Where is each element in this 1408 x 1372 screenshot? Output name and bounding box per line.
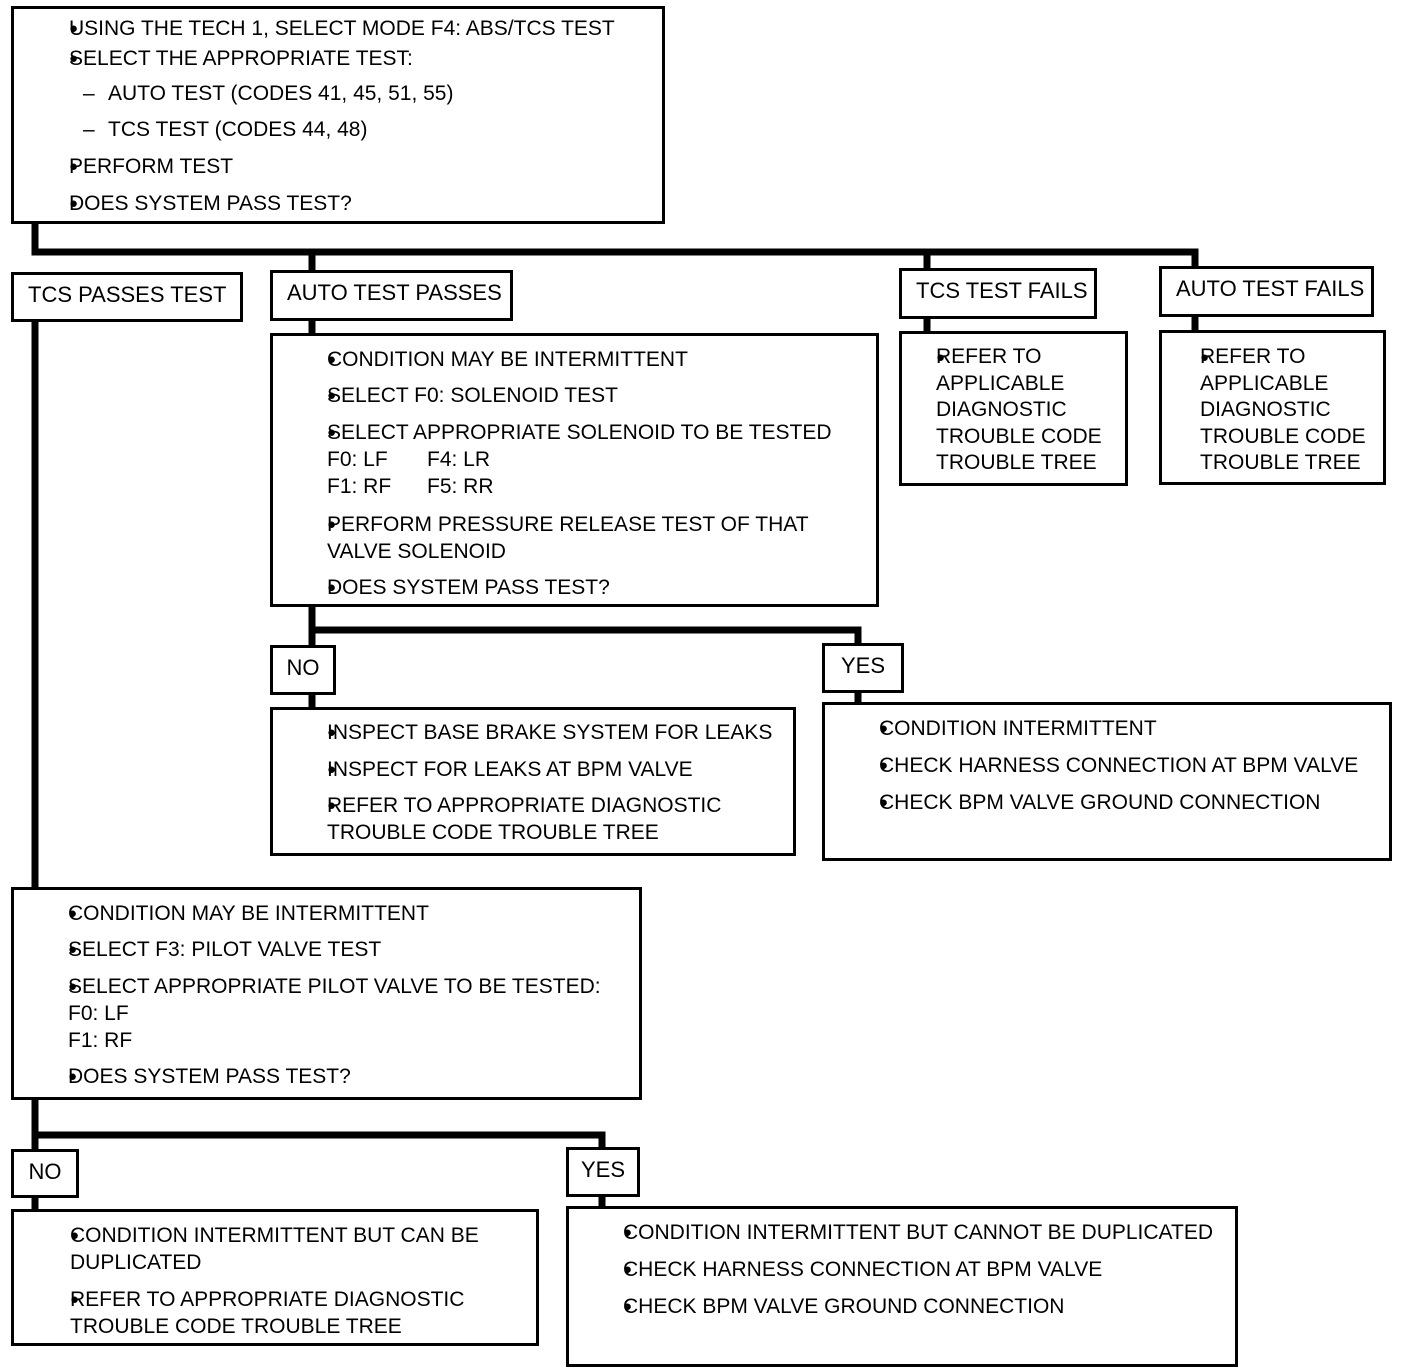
pilot-yes-box: CONDITION INTERMITTENT BUT CANNOT BE DUP… xyxy=(566,1206,1238,1367)
pilot-step-1: CONDITION MAY BE INTERMITTENT xyxy=(30,900,601,927)
pilot-no-step-1: CONDITION INTERMITTENT BUT CAN BE DUPLIC… xyxy=(30,1222,479,1276)
sol-no-step-3: REFER TO APPROPRIATE DIAGNOSTIC TROUBLE … xyxy=(287,792,772,846)
solenoid-step-4: PERFORM PRESSURE RELEASE TEST OF THAT VA… xyxy=(287,511,832,565)
sol-no-step-1: INSPECT BASE BRAKE SYSTEM FOR LEAKS xyxy=(287,719,772,746)
pilot-no-box: CONDITION INTERMITTENT BUT CAN BE DUPLIC… xyxy=(11,1209,539,1346)
label-solenoid-yes: YES xyxy=(822,643,904,693)
label-auto-test-passes: AUTO TEST PASSES xyxy=(270,270,513,321)
start-step-3: PERFORM TEST xyxy=(31,153,615,180)
pilot-step-3: SELECT APPROPRIATE PILOT VALVE TO BE TES… xyxy=(30,973,601,1054)
sol-yes-step-2: CHECK HARNESS CONNECTION AT BPM VALVE xyxy=(839,752,1358,779)
pilot-step-2: SELECT F3: PILOT VALVE TEST xyxy=(30,936,601,963)
label-tcs-test-fails: TCS TEST FAILS xyxy=(899,268,1097,319)
solenoid-step-2: SELECT F0: SOLENOID TEST xyxy=(287,382,832,409)
label-auto-test-fails: AUTO TEST FAILS xyxy=(1159,266,1374,317)
solenoid-no-box: INSPECT BASE BRAKE SYSTEM FOR LEAKS INSP… xyxy=(270,707,796,856)
solenoid-step-5: DOES SYSTEM PASS TEST? xyxy=(287,574,832,601)
start-sub-auto: – AUTO TEST (CODES 41, 45, 51, 55) xyxy=(83,82,454,105)
start-sub-tcs: – TCS TEST (CODES 44, 48) xyxy=(83,118,368,141)
start-step-2: SELECT THE APPROPRIATE TEST: xyxy=(31,45,615,72)
pilot-step-4: DOES SYSTEM PASS TEST? xyxy=(30,1063,601,1090)
solenoid-codes: F0: LF F4: LR F1: RF F5: RR xyxy=(327,448,494,498)
auto-fails-refer-box: REFER TO APPLICABLE DIAGNOSTIC TROUBLE C… xyxy=(1159,330,1386,485)
solenoid-step-1: CONDITION MAY BE INTERMITTENT xyxy=(287,346,832,373)
solenoid-step-3: SELECT APPROPRIATE SOLENOID TO BE TESTED… xyxy=(287,419,832,500)
pilot-no-step-2: REFER TO APPROPRIATE DIAGNOSTIC TROUBLE … xyxy=(30,1286,479,1340)
refer-item: REFER TO APPLICABLE DIAGNOSTIC TROUBLE C… xyxy=(916,344,1102,477)
start-box: USING THE TECH 1, SELECT MODE F4: ABS/TC… xyxy=(11,6,665,224)
solenoid-test-box: CONDITION MAY BE INTERMITTENT SELECT F0:… xyxy=(270,333,879,607)
pilot-yes-step-2: CHECK HARNESS CONNECTION AT BPM VALVE xyxy=(583,1256,1213,1283)
label-tcs-passes-test: TCS PASSES TEST xyxy=(11,272,243,322)
start-step-1: USING THE TECH 1, SELECT MODE F4: ABS/TC… xyxy=(31,15,615,42)
sol-yes-step-1: CONDITION INTERMITTENT xyxy=(839,715,1358,742)
refer-item: REFER TO APPLICABLE DIAGNOSTIC TROUBLE C… xyxy=(1178,344,1366,477)
label-solenoid-no: NO xyxy=(270,645,336,695)
tcs-fails-refer-box: REFER TO APPLICABLE DIAGNOSTIC TROUBLE C… xyxy=(899,331,1128,486)
label-pilot-no: NO xyxy=(11,1149,79,1198)
pilot-yes-step-3: CHECK BPM VALVE GROUND CONNECTION xyxy=(583,1293,1213,1320)
label-pilot-yes: YES xyxy=(566,1147,640,1197)
pilot-yes-step-1: CONDITION INTERMITTENT BUT CANNOT BE DUP… xyxy=(583,1219,1213,1246)
start-step-4: DOES SYSTEM PASS TEST? xyxy=(31,190,615,217)
solenoid-yes-box: CONDITION INTERMITTENT CHECK HARNESS CON… xyxy=(822,702,1392,861)
pilot-valve-test-box: CONDITION MAY BE INTERMITTENT SELECT F3:… xyxy=(11,887,642,1100)
sol-no-step-2: INSPECT FOR LEAKS AT BPM VALVE xyxy=(287,756,772,783)
sol-yes-step-3: CHECK BPM VALVE GROUND CONNECTION xyxy=(839,789,1358,816)
